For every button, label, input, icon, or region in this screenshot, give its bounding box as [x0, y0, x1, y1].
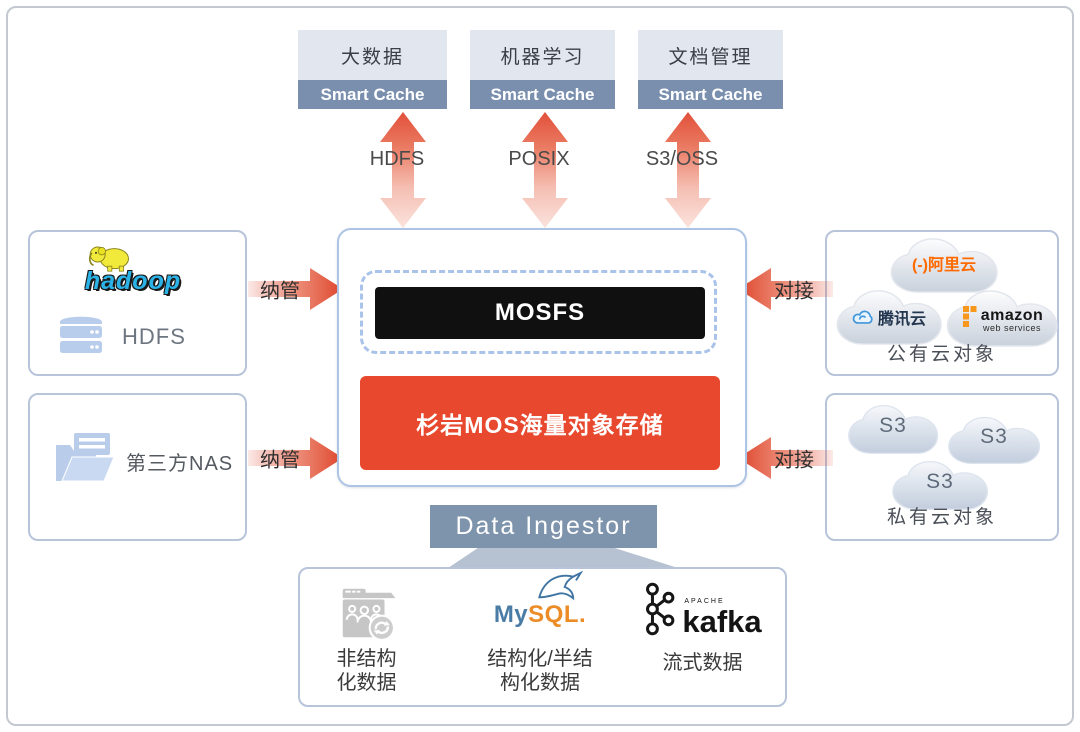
smart-cache-badge: Smart Cache [638, 80, 783, 109]
source-label-line2: 构化数据 [500, 672, 580, 694]
kafka-logo: APACHE kafka [643, 581, 762, 639]
tencent-cloud-label: 腾讯云 [877, 311, 926, 328]
cloud-icon [836, 290, 942, 345]
manage-label: 纳管 [260, 449, 300, 472]
smart-cache-badge: Smart Cache [470, 80, 615, 109]
source-label-line1: 非结构 [336, 648, 397, 670]
cloud-icon [892, 460, 989, 510]
s3-cloud-1: S3 [845, 403, 941, 455]
nas-label: 第三方NAS [126, 453, 234, 475]
aws-cubes-icon [962, 306, 977, 327]
hdfs-label: HDFS [122, 324, 186, 349]
hadoop-logo-word: hadoop [84, 267, 182, 295]
s3-cloud-2: S3 [945, 415, 1043, 465]
protocol-label-posix: POSIX [508, 148, 570, 170]
public-cloud-caption: 公有云对象 [886, 344, 997, 365]
cloud-icon [890, 238, 998, 293]
app-label-document: 文档管理 [638, 30, 783, 80]
mosfs-dashed-container [360, 270, 717, 354]
manage-arrow-bottom: 纳管 [248, 437, 343, 479]
alibaba-cloud-logo: (-)阿里云 [912, 257, 976, 274]
aws-logo: amazon web services [980, 306, 1044, 333]
s3-label: S3 [879, 414, 907, 437]
kafka-apache-label: APACHE [684, 598, 725, 605]
tencent-cloud: 腾讯云 [833, 288, 945, 346]
kafka-word: kafka [682, 604, 762, 639]
updown-arrow-hdfs [380, 112, 426, 228]
source-label-line1: 结构化/半结 [487, 648, 593, 670]
app-label-bigdata: 大数据 [298, 30, 447, 80]
source-label-line2: 化数据 [336, 672, 397, 694]
private-cloud-box: S3 S3 S3 私有云对象 [825, 393, 1059, 541]
data-ingestor-badge: Data Ingestor [430, 505, 657, 548]
mysql-logo-word: MySQL. [493, 601, 587, 628]
tencent-cloud-icon [852, 310, 873, 324]
alibaba-cloud: (-)阿里云 [887, 236, 1001, 294]
manage-arrow-top: 纳管 [248, 268, 343, 310]
data-sources-box: 非结构 化数据 MySQL. 结构化/半结 构化数据 [298, 567, 787, 707]
smart-cache-badge: Smart Cache [298, 80, 447, 109]
server-stack-icon [60, 316, 102, 353]
cloud-icon [946, 290, 1058, 347]
connect-arrow-top: 对接 [738, 268, 833, 310]
app-label-machine-learning: 机器学习 [470, 30, 615, 80]
updown-arrow-posix [522, 112, 568, 228]
s3-cloud-3: S3 [889, 459, 991, 511]
outer-frame [6, 6, 1074, 726]
cloud-icon [948, 416, 1041, 464]
hadoop-hdfs-box: hadoop HDFS [28, 230, 247, 376]
public-cloud-box: (-)阿里云 腾讯云 [825, 230, 1059, 376]
mosfs-badge: MOSFS [375, 287, 705, 339]
third-party-nas-box: 第三方NAS [28, 393, 247, 541]
mysql-dolphin-icon [538, 571, 583, 601]
unstructured-data-icon [342, 588, 395, 641]
mos-storage-badge: 杉岩MOS海量对象存储 [360, 376, 720, 470]
s3-label: S3 [980, 425, 1008, 448]
s3-label: S3 [926, 470, 954, 493]
app-box-machine-learning: 机器学习 Smart Cache [470, 30, 615, 109]
source-unstructured: 非结构 化数据 [314, 569, 419, 705]
source-streaming: APACHE kafka 流式数据 [630, 569, 775, 705]
aws-cloud: amazon web services [943, 288, 1061, 348]
app-box-document: 文档管理 Smart Cache [638, 30, 783, 109]
kafka-icon [646, 582, 675, 636]
connect-label: 对接 [774, 280, 814, 303]
mos-core-box: MOSFS 杉岩MOS海量对象存储 [337, 228, 747, 487]
private-cloud-caption: 私有云对象 [886, 507, 997, 528]
source-structured: MySQL. 结构化/半结 构化数据 [450, 569, 630, 705]
manage-label: 纳管 [260, 280, 300, 303]
connect-arrow-bottom: 对接 [738, 437, 833, 479]
hadoop-elephant-icon [88, 246, 129, 272]
ingestor-funnel-shape [448, 548, 678, 568]
source-label-line1: 流式数据 [662, 652, 743, 674]
app-box-bigdata: 大数据 Smart Cache [298, 30, 447, 109]
updown-arrow-s3oss [665, 112, 711, 228]
protocol-label-hdfs: HDFS [369, 148, 425, 170]
protocol-label-s3oss: S3/OSS [645, 148, 719, 170]
nas-folder-icon [56, 433, 115, 482]
connect-label: 对接 [774, 449, 814, 472]
cloud-icon [848, 404, 939, 454]
